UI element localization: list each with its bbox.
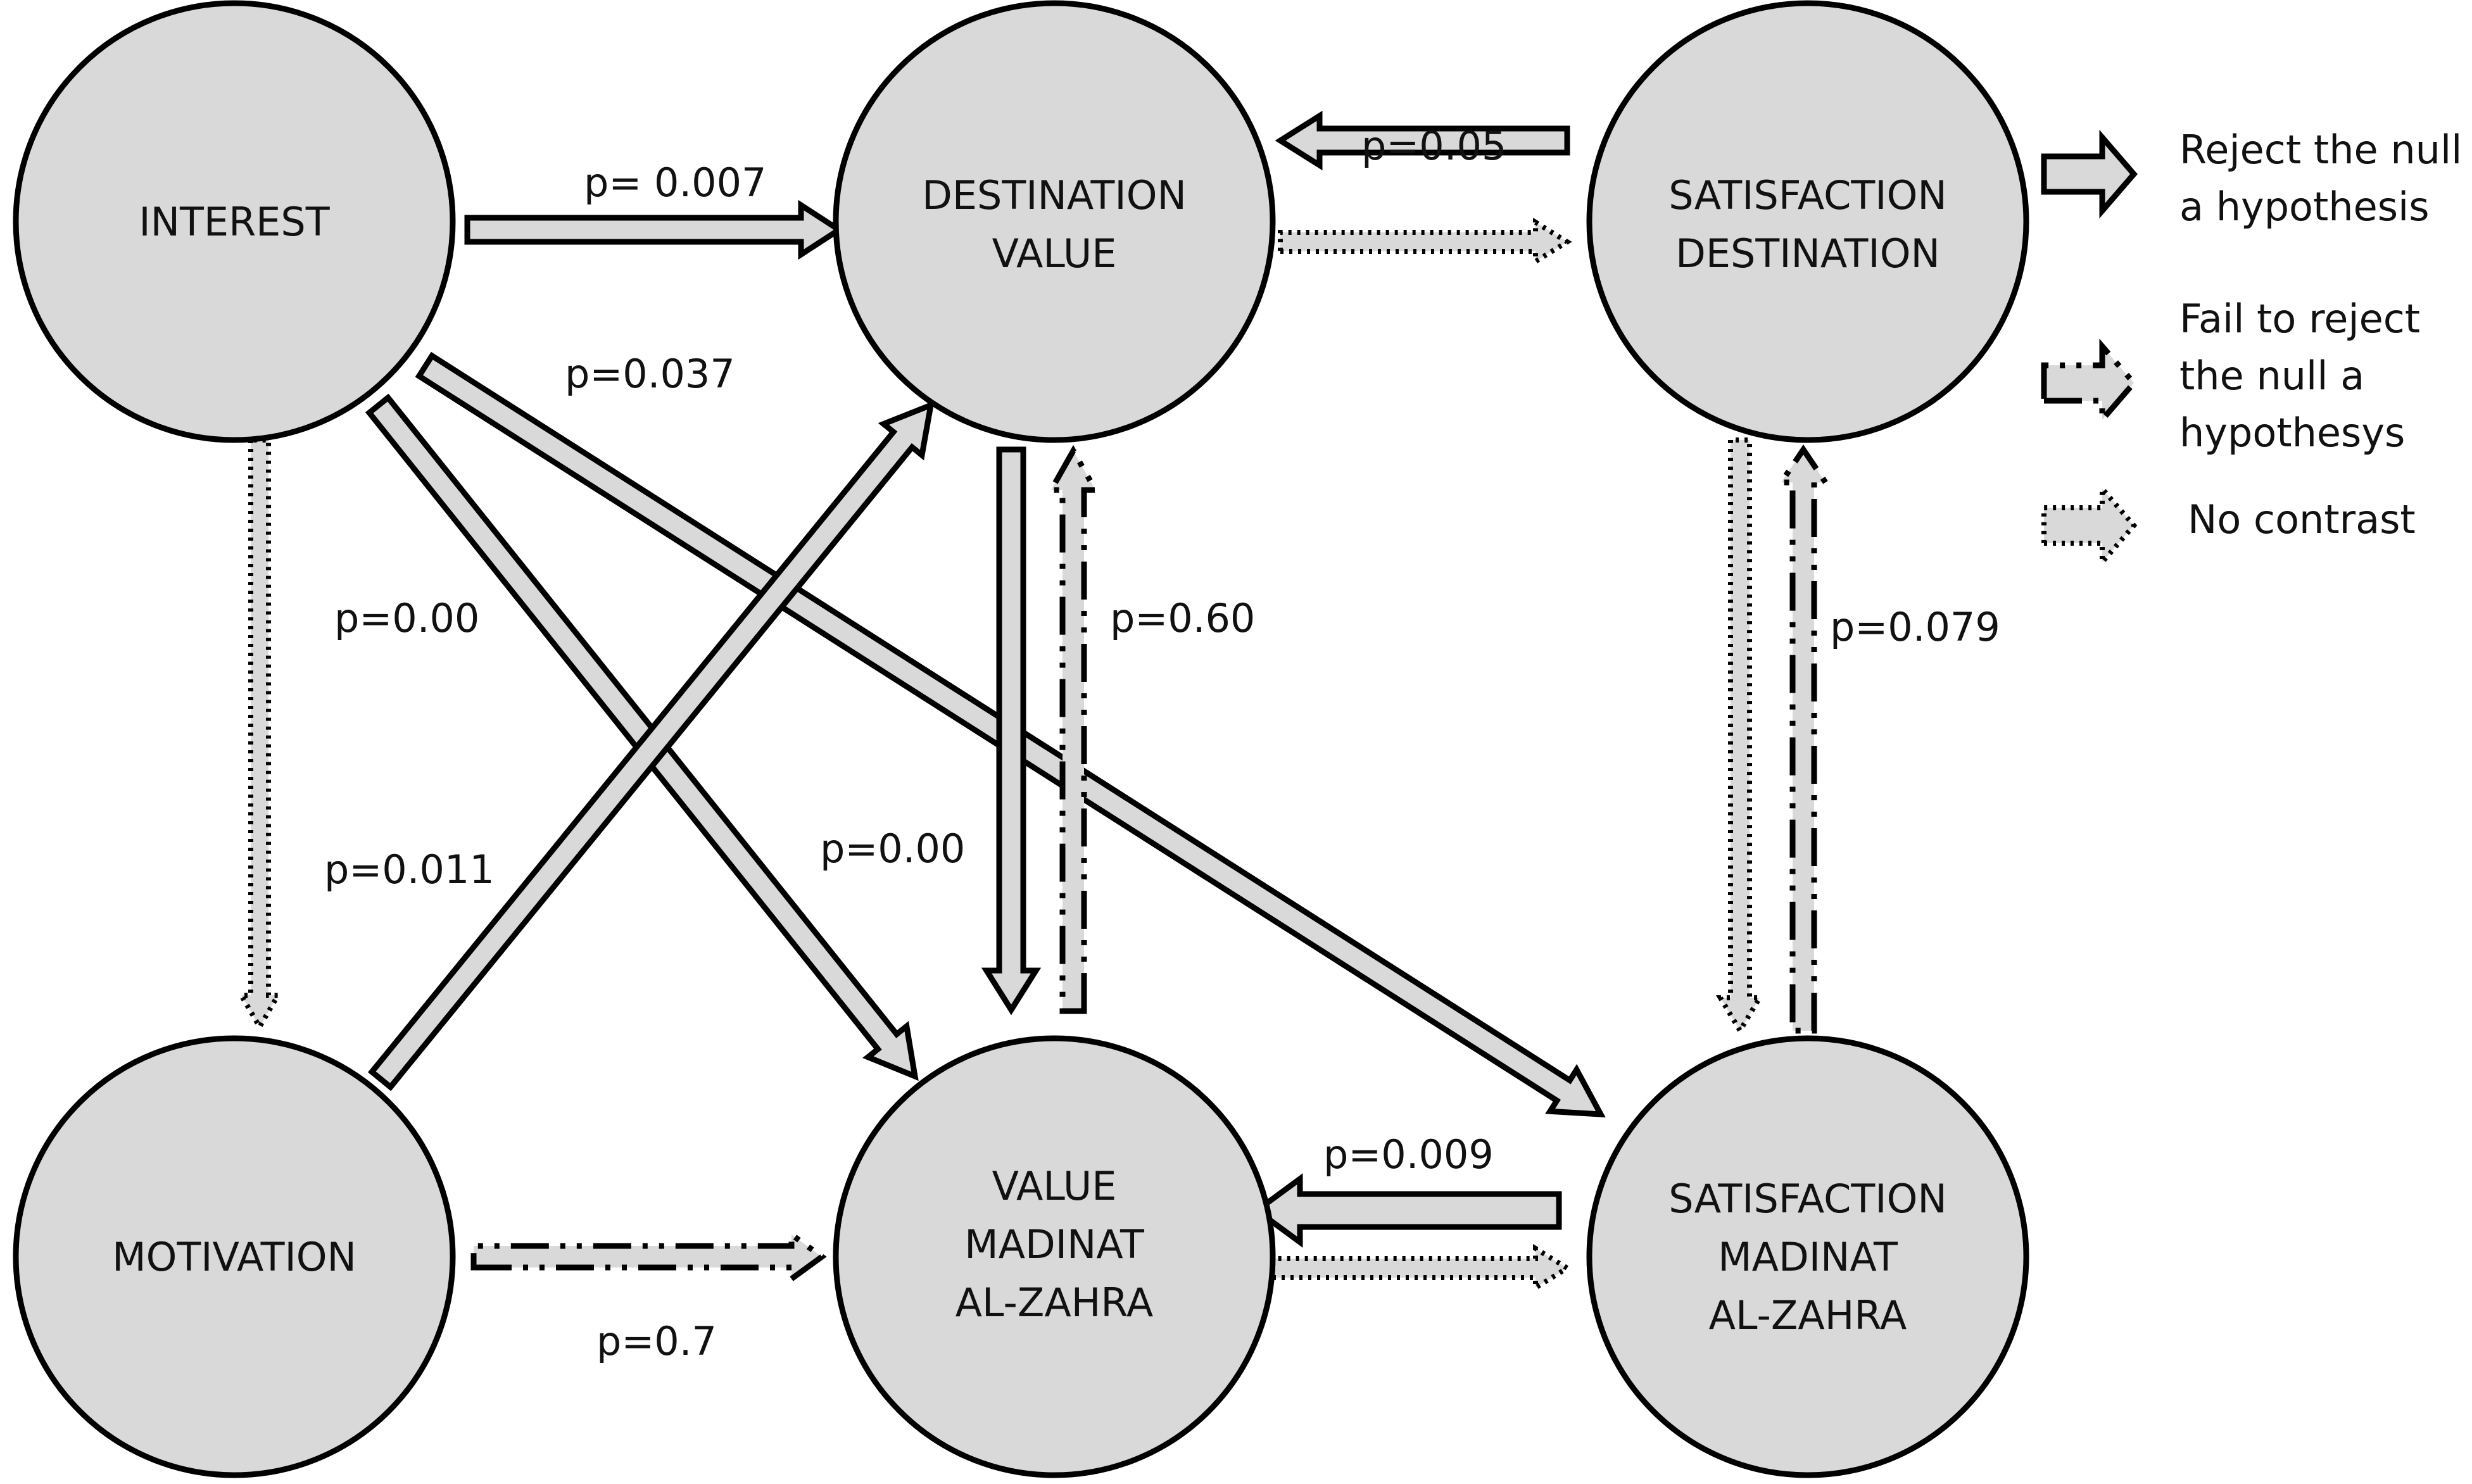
p-label-motivation-value-madinat: p=0.7 <box>596 1318 717 1364</box>
p-label-satisfaction-madinat-value-madinat: p=0.009 <box>1323 1131 1494 1178</box>
arrow-motivation-to-destination-value <box>367 400 935 1091</box>
p-label-satisfaction-destination-destination-value: p=0.05 <box>1361 123 1506 169</box>
legend-reject-line1: Reject the null <box>2179 127 2462 173</box>
legend-arrow-fail-to-reject <box>2041 338 2138 428</box>
node-satisfaction-madinat-circle <box>1586 1035 2029 1478</box>
node-value-madinat-label-line1: VALUE <box>992 1163 1117 1209</box>
p-label-interest-value-madinat: p=0.00 <box>334 595 479 641</box>
arrow-satisfaction-madinat-to-satisfaction-destination <box>1775 444 1831 1034</box>
node-satisfaction-destination-circle <box>1586 0 2029 443</box>
arrow-destination-value-to-value-madinat <box>981 446 1042 1016</box>
p-label-value-madinat-destination-value: p=0.60 <box>1110 595 1255 641</box>
legend-fail-line1: Fail to reject <box>2179 296 2420 342</box>
legend-no-contrast: No contrast <box>2188 496 2416 543</box>
legend: Reject the null a hypothesis Fail to rej… <box>2041 127 2462 569</box>
node-motivation-circle <box>13 1035 456 1478</box>
p-label-destination-value-value-madinat: p=0.00 <box>820 826 965 872</box>
p-label-motivation-destination-value: p=0.011 <box>324 846 495 893</box>
arrow-destination-value-to-satisfaction-destination <box>1278 217 1572 267</box>
node-value-madinat-circle <box>833 1035 1276 1478</box>
p-value-labels: p= 0.007 p=0.037 p=0.00 p=0.011 p=0.7 p=… <box>324 123 2000 1364</box>
node-satisfaction-destination: SATISFACTION DESTINATION <box>1586 0 2029 443</box>
arrow-value-madinat-to-satisfaction-madinat <box>1270 1243 1572 1293</box>
node-destination-value-circle <box>833 0 1276 443</box>
node-motivation-label: MOTIVATION <box>112 1234 356 1280</box>
legend-arrow-reject <box>2041 129 2138 219</box>
node-satisfaction-madinat-label-line2: MADINAT <box>1718 1234 1898 1280</box>
legend-fail-line2: the null a <box>2179 353 2364 399</box>
node-interest-label: INTEREST <box>139 199 330 245</box>
node-satisfaction-madinat: SATISFACTION MADINAT AL-ZAHRA <box>1586 1035 2029 1478</box>
node-destination-value-label-line1: DESTINATION <box>922 172 1187 218</box>
edges <box>237 110 1831 1293</box>
legend-arrow-no-contrast <box>2041 482 2138 569</box>
p-label-interest-destination-value: p= 0.007 <box>584 160 767 206</box>
node-interest: INTEREST <box>13 0 456 443</box>
arrow-satisfaction-madinat-to-value-madinat <box>1252 1173 1562 1248</box>
arrow-value-madinat-to-destination-value <box>1046 444 1100 1014</box>
node-destination-value: DESTINATION VALUE <box>833 0 1276 443</box>
arrow-satisfaction-destination-to-destination-value <box>1275 110 1570 171</box>
node-satisfaction-destination-label-line1: SATISFACTION <box>1668 172 1947 218</box>
node-satisfaction-madinat-label-line1: SATISFACTION <box>1668 1176 1947 1222</box>
node-interest-circle <box>13 0 456 443</box>
arrow-interest-to-motivation <box>237 437 282 1032</box>
arrow-interest-to-destination-value <box>464 199 845 260</box>
arrow-motivation-to-value-madinat <box>470 1229 827 1285</box>
p-label-satisfaction-madinat-satisfaction-destination: p=0.079 <box>1830 604 2000 650</box>
node-satisfaction-madinat-label-line3: AL-ZAHRA <box>1709 1292 1907 1338</box>
arrow-satisfaction-destination-to-satisfaction-madinat <box>1715 437 1765 1036</box>
p-label-interest-satisfaction-madinat: p=0.037 <box>565 351 735 397</box>
node-motivation: MOTIVATION <box>13 1035 456 1478</box>
node-value-madinat-label-line3: AL-ZAHRA <box>955 1280 1154 1326</box>
legend-reject-line2: a hypothesis <box>2179 184 2430 230</box>
node-satisfaction-destination-label-line2: DESTINATION <box>1675 230 1940 277</box>
node-destination-value-label-line2: VALUE <box>992 230 1117 277</box>
node-value-madinat: VALUE MADINAT AL-ZAHRA <box>833 1035 1276 1478</box>
node-value-madinat-label-line2: MADINAT <box>964 1221 1145 1267</box>
legend-fail-line3: hypothesys <box>2179 410 2405 456</box>
